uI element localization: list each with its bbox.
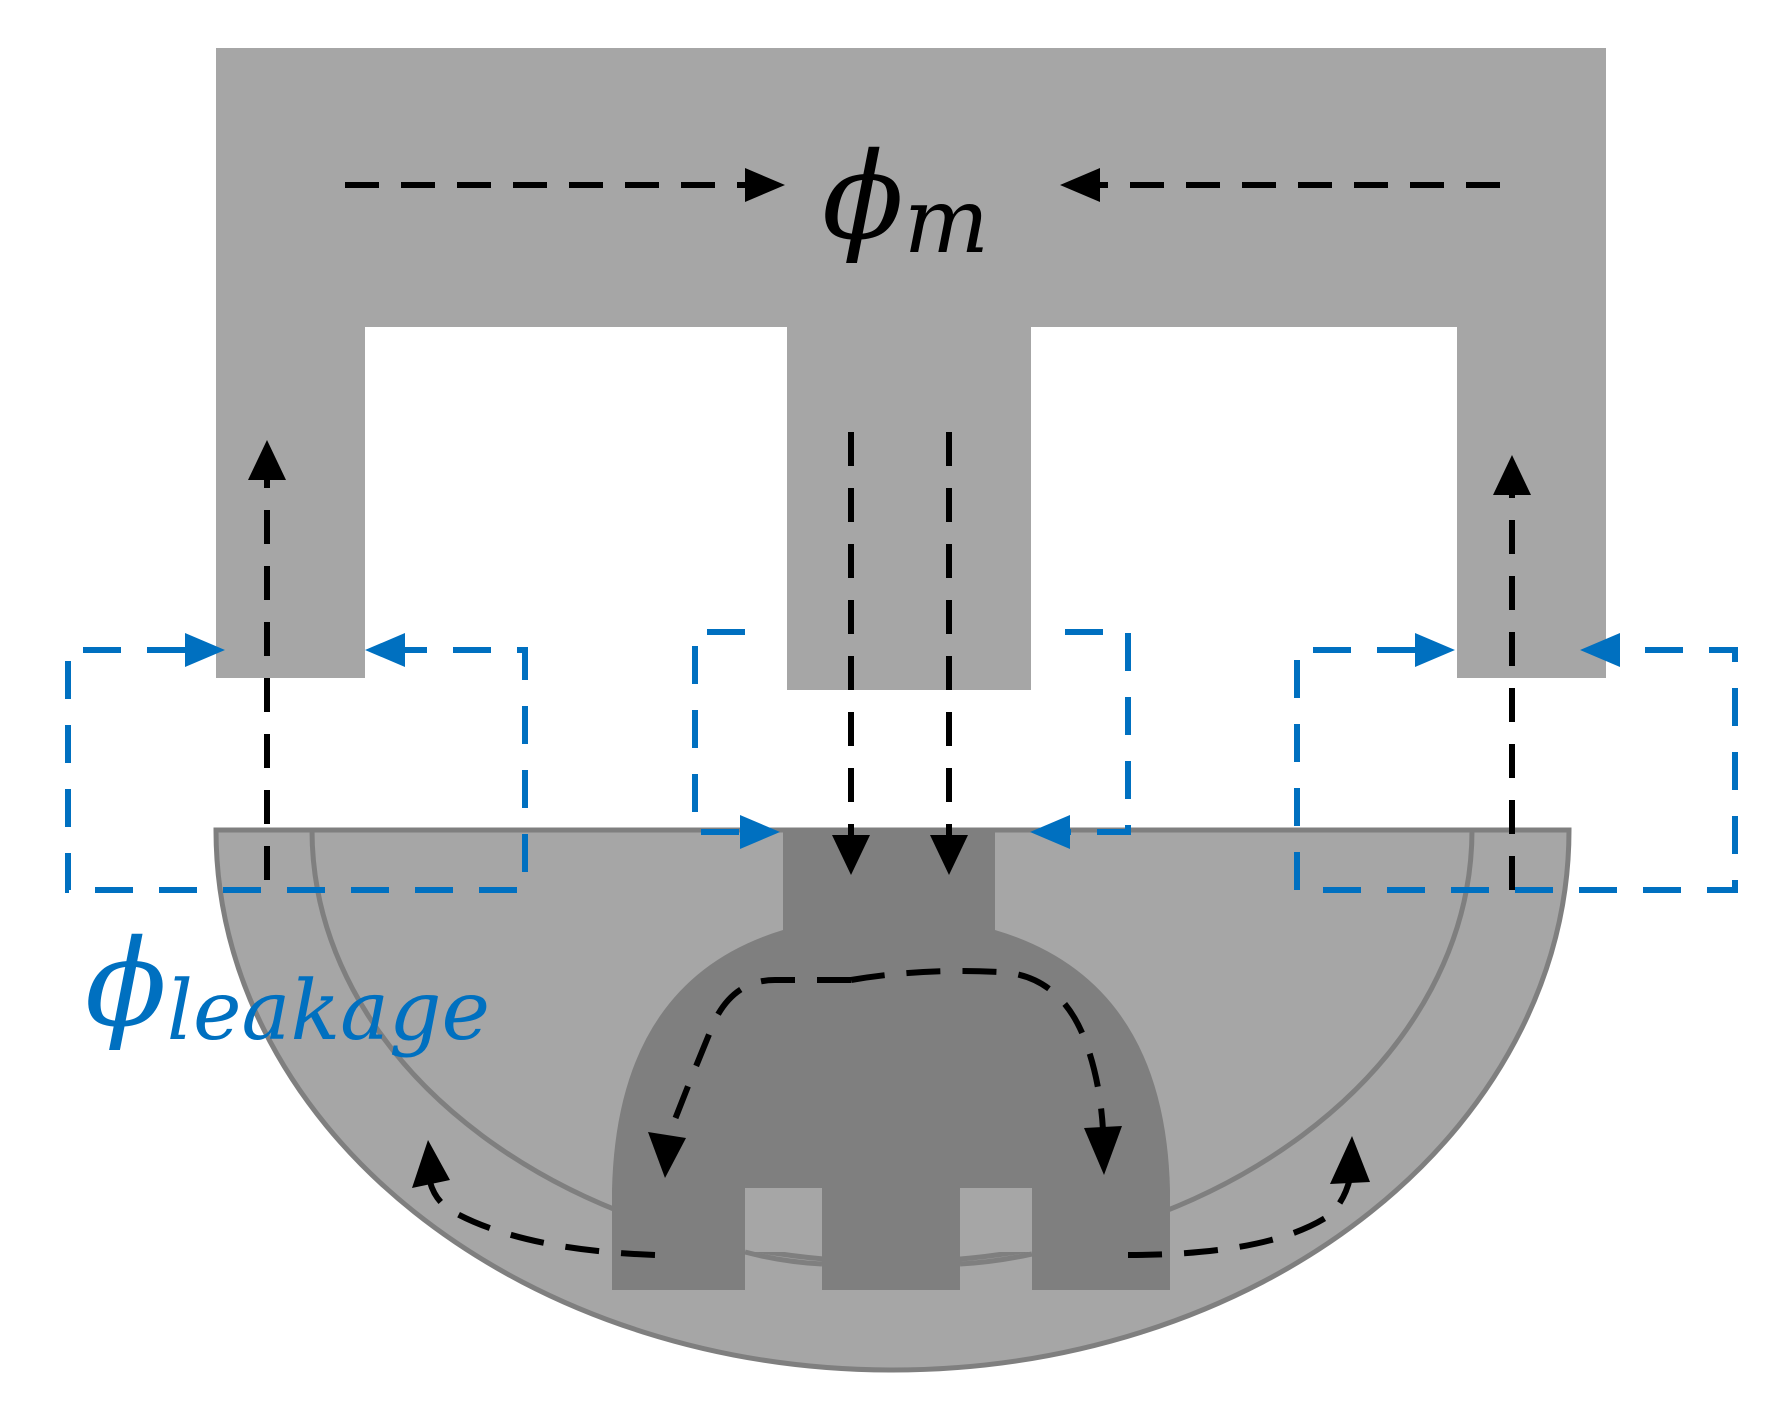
rotor-slot-ring-right <box>959 1251 1033 1267</box>
flux-arrow-rotor-arc-right <box>850 968 1106 1131</box>
leakage-flux-subscript: leakage <box>167 964 490 1059</box>
rotor-slot-ring-left <box>744 1249 823 1267</box>
flux-arrow-rotor-return-right <box>1127 1177 1353 1258</box>
arrowhead-rotor-left <box>648 1132 686 1178</box>
flux-arrow-rotor-return-left <box>427 1181 656 1258</box>
leak-arrowhead-left-in <box>185 633 225 667</box>
arrowhead-left-leg <box>248 440 286 480</box>
arrowhead-top-left <box>745 168 785 202</box>
leakage-flux-symbol: ϕ <box>85 915 167 1054</box>
leakage-flux-paths <box>65 629 1738 893</box>
leakage-loop-center-right <box>1065 629 1131 835</box>
rotor-core <box>612 830 1170 1290</box>
main-flux-symbol: ϕ <box>822 128 904 267</box>
leakage-flux-arrowheads <box>185 633 1620 849</box>
main-flux-subscript: m <box>904 169 989 274</box>
main-flux-arrowheads <box>248 168 1531 1188</box>
leakage-flux-label: ϕleakage <box>85 915 490 1059</box>
arrowhead-right-leg <box>1493 455 1531 495</box>
rotor-slot-left <box>745 1188 822 1252</box>
rotor <box>213 827 1572 1373</box>
arrowhead-top-right <box>1060 168 1100 202</box>
arrowhead-return-left <box>412 1140 450 1188</box>
arrowhead-center-right <box>930 835 968 875</box>
leak-arrowhead-center-in <box>740 815 780 849</box>
leakage-loop-center <box>692 629 745 835</box>
stator-core <box>216 48 1606 690</box>
arrowhead-rotor-right <box>1084 1126 1122 1175</box>
arrowhead-center-left <box>832 835 870 875</box>
leak-arrowhead-right-in <box>1415 633 1455 667</box>
leak-arrowhead-right-out <box>1580 633 1620 667</box>
leak-arrowhead-center-out <box>1030 815 1070 849</box>
leak-arrowhead-left-out <box>365 633 405 667</box>
rotor-slot-right <box>960 1188 1032 1252</box>
main-flux-label: ϕm <box>822 128 989 274</box>
arrowhead-return-right <box>1330 1136 1370 1184</box>
leakage-loop-right <box>1294 647 1738 893</box>
flux-arrow-rotor-arc-left <box>664 977 851 1142</box>
main-flux-paths <box>264 182 1515 1258</box>
leakage-loop-left <box>65 647 528 893</box>
stator-yoke <box>216 48 1606 690</box>
